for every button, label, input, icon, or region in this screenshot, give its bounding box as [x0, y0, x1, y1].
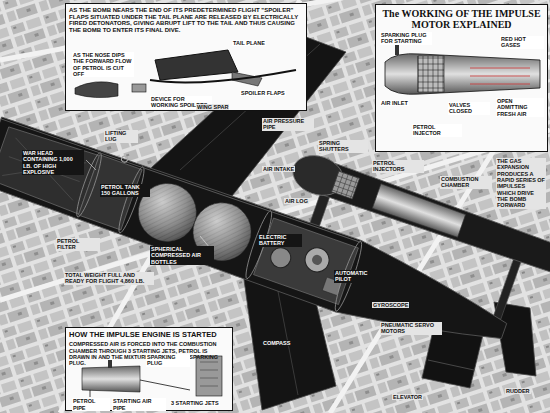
part-label: WING SPAR — [196, 104, 229, 110]
part-label: SPARKING PLUG — [146, 354, 190, 367]
inset-panels — [65, 3, 548, 411]
part-label: COMPASS — [262, 340, 291, 346]
fuselage-and-engine-part — [268, 245, 294, 271]
inset-sketches-part — [200, 362, 218, 386]
inset-sketches-part-part — [438, 56, 439, 92]
inset-sketches-part — [82, 366, 140, 392]
inset-sketches-part — [196, 356, 222, 396]
part-label: AIR LOG — [284, 198, 309, 204]
part-label: VALVES CLOSED — [448, 102, 490, 115]
inset-sketches-part-part — [428, 56, 429, 92]
fuselage-and-engine-part — [332, 171, 360, 199]
fuselage-and-engine-part — [311, 254, 324, 267]
inset-heading: AS THE BOMB NEARS THE END OF ITS PREDETE… — [69, 7, 303, 34]
inset-sketches-part — [150, 70, 296, 82]
inset-panels-part — [375, 4, 548, 152]
part-label: OPEN ADMITTING FRESH AIR — [496, 98, 544, 117]
part-label: WAR HEAD CONTAINING 1,000 LB. OF HIGH EX… — [22, 150, 84, 175]
part-label: AUTOMATIC PILOT — [334, 270, 380, 283]
part-label: 3 STARTING JETS — [170, 400, 220, 406]
part-label: AS THE NOSE DIPS THE FORWARD FLOW OF PET… — [72, 52, 134, 77]
part-label: THE GAS EXPANSION PRODUCES A RAPID SERIE… — [496, 158, 546, 209]
inset-sketches-part — [90, 380, 190, 397]
part-label: ELEVATOR — [392, 394, 423, 400]
inset-sketches-part-part — [418, 76, 444, 77]
part-label: PETROL INJECTOR — [412, 124, 462, 137]
part-label: TOTAL WEIGHT FULL AND READY FOR FLIGHT 4… — [64, 272, 154, 285]
fuselage-and-engine-part — [1, 116, 360, 245]
part-label: COMBUSTION CHAMBER — [440, 176, 492, 189]
fuselage-and-engine-part — [372, 184, 466, 238]
inset-heading: The WORKING OF THE IMPULSE MOTOR EXPLAIN… — [379, 8, 544, 30]
part-label: LIFTING LUG — [104, 130, 138, 143]
inset-sketches-part-part — [418, 88, 444, 89]
inset-panels-part — [65, 327, 233, 411]
fuselage-and-engine-part — [121, 155, 129, 163]
inset-sketches-part-part — [418, 82, 444, 83]
inset-sketches-part-part — [433, 56, 434, 92]
fuselage-and-engine-part — [2, 138, 86, 201]
part-label: SPRING SHUTTERS — [318, 140, 368, 153]
fuselage-and-engine-part — [254, 218, 359, 304]
part-label: SPHERICAL COMPRESSED AIR BOTTLES — [150, 246, 214, 265]
part-label: AIR INTAKE — [262, 166, 295, 172]
inset-heading: HOW THE IMPULSE ENGINE IS STARTED — [69, 331, 229, 339]
fuselage-and-engine-part-part — [350, 178, 357, 199]
part-label: PETROL TANK 150 GALLONS — [100, 184, 150, 197]
inset-sketches-part — [418, 56, 444, 92]
part-label: PETROL PIPE — [72, 398, 110, 411]
inset-sketches-part — [470, 68, 530, 84]
part-label: AIR INLET — [380, 100, 409, 106]
fuselage-and-engine-part — [332, 171, 360, 199]
inset-sketches-part-part — [443, 56, 444, 92]
part-label: PNEUMATIC SERVO MOTORS — [380, 322, 442, 335]
fuselage-and-engine-part — [115, 165, 148, 234]
inset-sketches-part — [75, 82, 118, 98]
tail-surfaces-part — [428, 360, 474, 370]
inset-sketches-part — [385, 54, 540, 95]
inset-sketches-part — [155, 50, 238, 80]
part-label: PETROL FILTER — [56, 238, 100, 251]
part-label: STARTING AIR PIPE — [112, 398, 166, 411]
part-label: RUDDER — [505, 388, 531, 394]
inset-sketches-part — [418, 56, 444, 92]
part-label: PETROL INJECTORS — [372, 160, 424, 173]
part-label: SPOILER FLAPS — [240, 90, 286, 96]
inset-sketches-part-part — [418, 70, 444, 71]
inset-sketches-part — [395, 45, 399, 55]
inset-panels-part — [65, 3, 307, 111]
inset-sketches-part-part — [418, 56, 419, 92]
fuselage-and-engine-part-part — [332, 190, 353, 197]
inset-sketches-part-part — [418, 64, 444, 65]
inset-sketches-part-part — [423, 56, 424, 92]
part-label: SPARKING PLUG FOR STARTING — [380, 32, 432, 45]
part-label: AIR PRESSURE PIPE — [262, 118, 314, 131]
leader-lines — [86, 160, 210, 248]
part-label: RED HOT GASES — [500, 36, 544, 49]
fuselage-and-engine-part — [302, 245, 333, 276]
part-label: GYROSCOPE — [372, 302, 409, 308]
inset-sketches-part-part — [418, 58, 444, 59]
inset-sketches-part — [132, 84, 146, 92]
part-label: ELECTRIC BATTERY — [258, 234, 302, 247]
fuselage-and-engine-part — [493, 256, 522, 319]
part-label: TAIL PLANE — [232, 40, 266, 46]
inset-sketches-part — [108, 360, 112, 368]
leader-lines-part — [86, 160, 96, 170]
